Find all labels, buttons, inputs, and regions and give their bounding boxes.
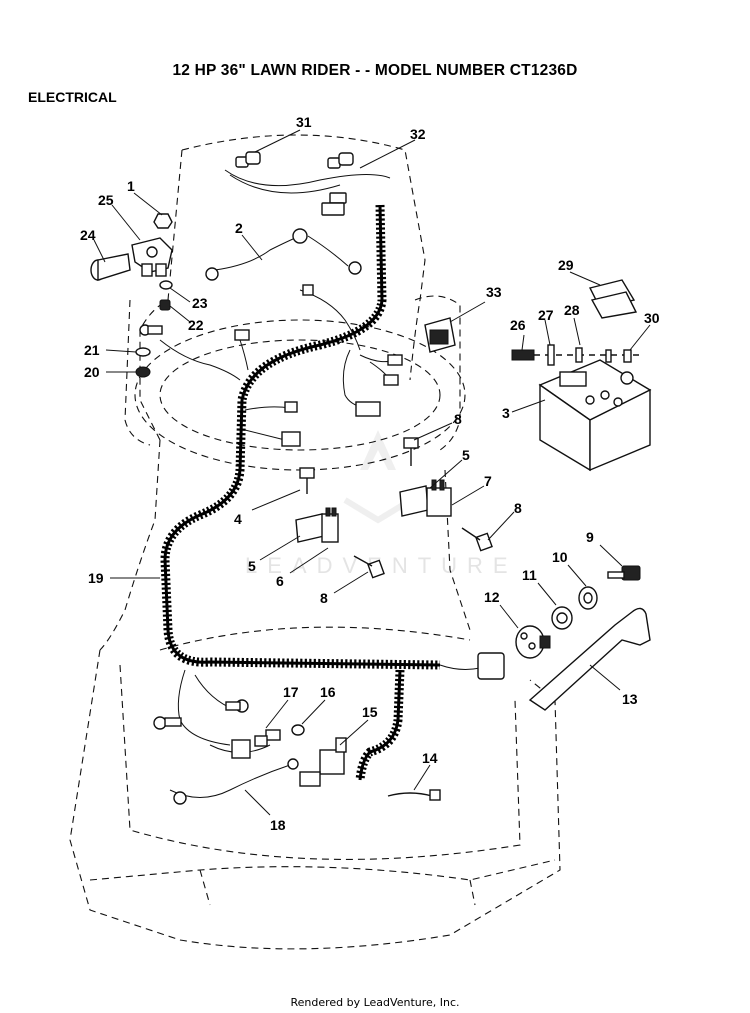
cable-tie-14 <box>387 789 441 801</box>
callout-19: 19 <box>88 570 104 586</box>
callout-32: 32 <box>410 126 426 142</box>
callout-9: 9 <box>586 529 594 545</box>
choke-lever-13 <box>528 607 651 711</box>
battery-hardware <box>511 344 640 366</box>
connector-31 <box>235 151 261 168</box>
ignition-switch-12 <box>515 625 551 659</box>
ring-terminal <box>139 324 163 336</box>
screw-4 <box>299 467 315 494</box>
grommet-16 <box>291 724 305 736</box>
connector-32 <box>321 152 354 216</box>
tractor-outline <box>69 134 561 950</box>
leader-lines <box>93 129 651 816</box>
nut-10 <box>578 586 598 610</box>
washer-21 <box>135 347 151 357</box>
callout-28: 28 <box>564 302 580 318</box>
callout-11: 11 <box>522 567 537 583</box>
callout-18: 18 <box>270 817 286 833</box>
callout-10: 10 <box>552 549 568 565</box>
solenoid-25 <box>131 237 173 277</box>
washer-23 <box>159 280 173 290</box>
callout-17: 17 <box>283 684 299 700</box>
nut-20 <box>135 366 151 378</box>
callout-14: 14 <box>422 750 438 766</box>
washer-11 <box>551 606 573 630</box>
callout-29: 29 <box>558 257 574 273</box>
ground-wire-2 <box>205 228 362 281</box>
watermark-logo <box>343 430 413 524</box>
callout-1: 1 <box>127 178 135 194</box>
callout-4: 4 <box>234 511 242 527</box>
wire-harness-coil <box>160 204 441 781</box>
terminal-boot-24 <box>90 253 131 281</box>
callout-7: 7 <box>484 473 492 489</box>
screw-8 <box>353 437 493 579</box>
callout-6: 6 <box>276 573 284 589</box>
switch-15 <box>299 737 347 787</box>
nut-1 <box>153 213 173 229</box>
lower-terminals <box>153 699 299 805</box>
callout-33: 33 <box>486 284 502 300</box>
callout-20: 20 <box>84 364 100 380</box>
callout-26: 26 <box>510 317 526 333</box>
callout-24: 24 <box>80 227 96 243</box>
battery-pad-29 <box>588 279 638 319</box>
callout-31: 31 <box>296 114 312 130</box>
key-9 <box>607 565 641 581</box>
battery-3 <box>538 359 652 472</box>
callout-5a: 5 <box>462 447 470 463</box>
callout-30: 30 <box>644 310 660 326</box>
callout-13: 13 <box>622 691 638 707</box>
callout-3: 3 <box>502 405 510 421</box>
callout-21: 21 <box>84 342 100 358</box>
callout-27: 27 <box>538 307 554 323</box>
callout-16: 16 <box>320 684 336 700</box>
nut-22 <box>159 299 171 311</box>
harness-connector <box>234 284 505 680</box>
fuse-17 <box>254 729 281 747</box>
section-title: ELECTRICAL <box>28 89 117 105</box>
callout-22: 22 <box>188 317 204 333</box>
callout-23: 23 <box>192 295 208 311</box>
relay-bracket-5 <box>295 507 339 543</box>
callout-2: 2 <box>235 220 243 236</box>
callout-25: 25 <box>98 192 114 208</box>
callout-15: 15 <box>362 704 378 720</box>
footer-credit: Rendered by LeadVenture, Inc. <box>290 996 460 1009</box>
callout-8c: 8 <box>320 590 328 606</box>
callout-5b: 5 <box>248 558 256 574</box>
callout-numbers: 31 32 1 25 24 2 23 22 21 20 33 29 26 27 … <box>80 114 660 833</box>
callout-8b: 8 <box>514 500 522 516</box>
callout-12: 12 <box>484 589 500 605</box>
seat-switch-33 <box>424 317 456 353</box>
relay-bracket-5b <box>399 479 452 517</box>
page-title: 12 HP 36" LAWN RIDER - - MODEL NUMBER CT… <box>172 62 578 79</box>
callout-8a: 8 <box>454 411 462 427</box>
